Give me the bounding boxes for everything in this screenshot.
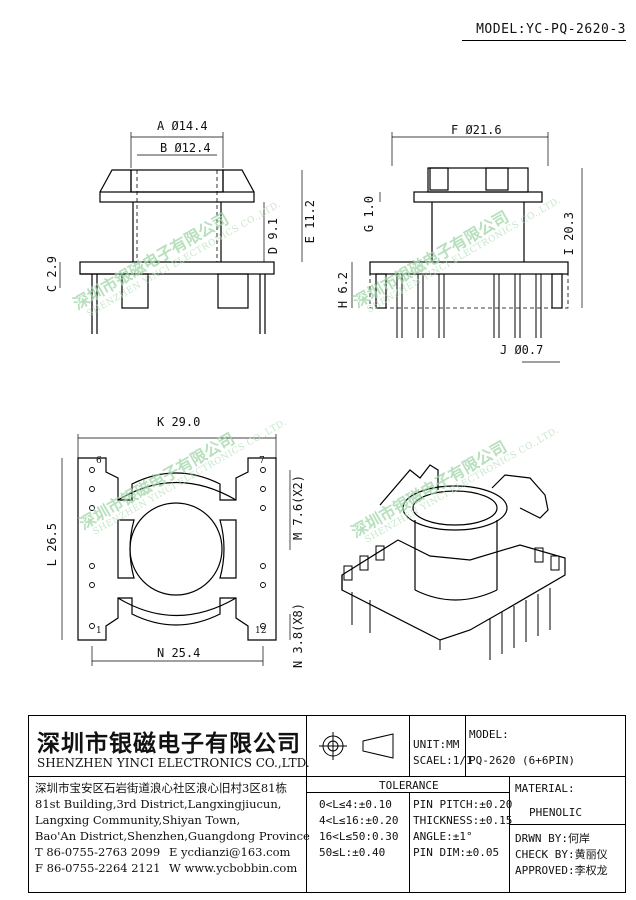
material-label: MATERIAL: (515, 782, 575, 795)
material-value: PHENOLIC (529, 806, 582, 819)
dim-C: C 2.9 (45, 256, 59, 293)
bottom-view (61, 434, 291, 666)
model-header: MODEL:YC-PQ-2620-3 (476, 22, 626, 37)
tolerance-row: 0<L≤4:±0.10 (319, 798, 392, 811)
telephone: T 86-0755-2763 2099 (35, 845, 161, 859)
divider (509, 776, 510, 892)
dim-D: D 9.1 (266, 218, 280, 255)
pin-label-12: 12 (255, 626, 267, 636)
address-line: 81st Building,3rd District,Langxingjiucu… (35, 797, 282, 811)
address-line: Langxing Community,Shiyan Town, (35, 813, 241, 827)
pin-label-1: 1 (96, 626, 102, 636)
projection-symbol-icon (319, 732, 394, 760)
tolerance-row: 4<L≤16:±0.20 (319, 814, 399, 827)
dim-J: J Ø0.7 (500, 343, 544, 357)
divider (306, 716, 307, 892)
dim-E: E 11.2 (303, 200, 317, 244)
divider (465, 716, 466, 776)
spec-row: PIN PITCH:±0.20 (413, 798, 513, 811)
tolerance-row: 16<L≤50:0.30 (319, 830, 399, 843)
dim-K: K 29.0 (157, 415, 201, 429)
technical-drawing (59, 132, 583, 666)
model-label: MODEL: (469, 728, 509, 741)
address-line: Bao'An District,Shenzhen,Guangdong Provi… (35, 829, 310, 843)
drawn-by: DRWN BY:何岸 (515, 832, 590, 845)
side-view (351, 132, 583, 363)
website: W www.ycbobbin.com (169, 861, 298, 875)
dim-F: F Ø21.6 (451, 123, 502, 137)
divider (509, 824, 625, 825)
pin-label-7: 7 (259, 456, 265, 466)
divider (409, 792, 410, 892)
dim-L: L 26.5 (45, 523, 59, 567)
pin-label-6: 6 (96, 456, 102, 466)
tolerance-row: 50≤L:±0.40 (319, 846, 386, 859)
title-block: 深圳市银磁电子有限公司 SHENZHEN YINCI ELECTRONICS C… (28, 715, 626, 893)
divider (29, 776, 625, 777)
address-line: 深圳市宝安区石岩街道浪心社区浪心旧村3区81栋 (35, 781, 287, 795)
dim-G: G 1.0 (362, 196, 376, 233)
dim-B: B Ø12.4 (160, 141, 211, 155)
divider (306, 792, 509, 793)
spec-row: PIN DIM:±0.05 (413, 846, 500, 859)
tolerance-title: TOLERANCE (379, 779, 439, 792)
scale-label: SCAEL:1/1 (413, 754, 473, 767)
header-underline (462, 40, 626, 41)
email: E ycdianzi@163.com (169, 845, 291, 859)
divider (409, 716, 410, 776)
dim-H: H 6.2 (336, 272, 350, 309)
dim-N-width: N 25.4 (157, 646, 201, 660)
spec-row: THICKNESS:±0.15 (413, 814, 513, 827)
spec-row: ANGLE:±1° (413, 830, 473, 843)
dim-I: I 20.3 (562, 212, 576, 256)
fax: F 86-0755-2264 2121 (35, 861, 161, 875)
company-name-cn: 深圳市银磁电子有限公司 (37, 731, 301, 757)
unit-label: UNIT:MM (413, 738, 460, 751)
isometric-view (341, 464, 566, 660)
company-name-en: SHENZHEN YINCI ELECTRONICS CO.,LTD. (37, 756, 310, 770)
model-value: PQ-2620 (6+6PIN) (469, 754, 575, 767)
checked-by: CHECK BY:黄丽仪 (515, 848, 608, 861)
dim-N-pitch: N 3.8(X8) (291, 603, 305, 669)
approved-by: APPROVED:李权龙 (515, 864, 608, 877)
dim-M: M 7.6(X2) (291, 475, 305, 541)
dim-A: A Ø14.4 (157, 119, 208, 133)
front-view (59, 132, 303, 334)
